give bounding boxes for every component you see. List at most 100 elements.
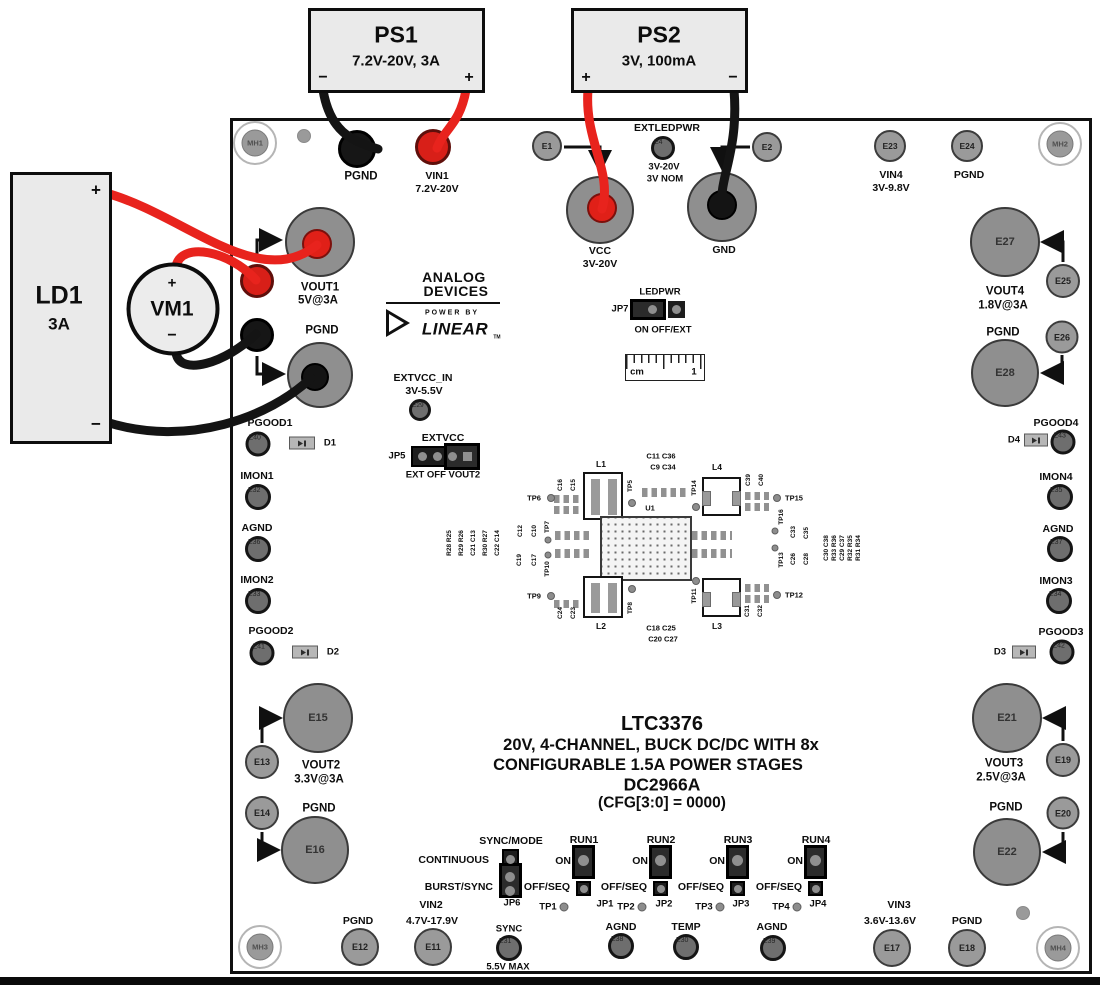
pgnd-pad-e22[interactable]: E22	[973, 818, 1041, 886]
tp11-label: TP11	[690, 588, 698, 604]
tp6-testpoint[interactable]	[547, 494, 555, 502]
tp11-testpoint[interactable]	[692, 577, 700, 585]
tp13-testpoint[interactable]	[771, 544, 779, 552]
sync-mode-label: SYNC/MODE	[479, 834, 543, 847]
turret-e2[interactable]: E2	[752, 132, 782, 162]
turret-e42[interactable]: E42	[1049, 639, 1075, 665]
e17-label: E17	[883, 943, 900, 953]
tp14-testpoint[interactable]	[692, 503, 700, 511]
turret-e14[interactable]: E14	[245, 796, 279, 830]
tp9-testpoint[interactable]	[547, 592, 555, 600]
e42-label: E42	[1052, 642, 1065, 650]
turret-e31[interactable]: E31	[496, 935, 522, 961]
jp5-pin	[418, 452, 427, 461]
e2-label: E2	[761, 142, 773, 152]
caps-c20-c27: C20 C27	[648, 634, 678, 644]
turret-e26[interactable]: E26	[1045, 320, 1079, 354]
tp8-label: TP8	[626, 602, 634, 614]
vin1-banana-jack[interactable]	[415, 129, 451, 165]
tp8-testpoint[interactable]	[628, 585, 636, 593]
c19-label: C19	[515, 554, 523, 566]
smd-cluster	[642, 488, 686, 497]
tp7-testpoint[interactable]	[544, 536, 552, 544]
ruler-1-label: 1	[691, 366, 697, 378]
left-col-1: R29 R26	[457, 530, 465, 556]
vout2-pad-e15[interactable]: E15	[283, 683, 353, 753]
pgnd-banana-jack[interactable]	[338, 130, 376, 168]
vcc-red-plug	[587, 193, 617, 223]
tp4-testpoint[interactable]	[792, 902, 802, 912]
continuous-label: CONTINUOUS	[418, 853, 489, 866]
turret-e11[interactable]: E11	[414, 928, 452, 966]
pgood3-label: PGOOD3	[1038, 625, 1084, 638]
e43-label: E43	[1053, 432, 1066, 440]
turret-e29[interactable]: E29	[409, 399, 431, 421]
run2-on-label: ON	[632, 854, 648, 867]
turret-e38[interactable]: E38	[608, 933, 634, 959]
vin4-range: 3V-9.8V	[872, 181, 910, 194]
tp10-testpoint[interactable]	[544, 551, 552, 559]
tp5-testpoint[interactable]	[628, 499, 636, 507]
turret-e13[interactable]: E13	[245, 745, 279, 779]
smd-cluster	[692, 531, 732, 540]
mh3-label: MH3	[252, 942, 268, 952]
smd-cluster	[745, 584, 769, 592]
vin2-label: VIN2	[419, 898, 443, 911]
tp3-testpoint[interactable]	[715, 902, 725, 912]
led-d4	[1024, 433, 1048, 447]
turret-e32[interactable]: E32	[245, 484, 271, 510]
turret-e36[interactable]: E36	[245, 536, 271, 562]
turret-e39[interactable]: E39	[760, 935, 786, 961]
imon2-label: IMON2	[240, 573, 274, 586]
tp2-testpoint[interactable]	[637, 902, 647, 912]
turret-e25[interactable]: E25	[1046, 264, 1080, 298]
turret-e19[interactable]: E19	[1046, 743, 1080, 777]
tp15-testpoint[interactable]	[773, 494, 781, 502]
turret-e12[interactable]: E12	[341, 928, 379, 966]
tp16-testpoint[interactable]	[771, 527, 779, 535]
turret-e23[interactable]: E23	[874, 130, 906, 162]
left-col-4: C22 C14	[493, 530, 501, 556]
run4-on-label: ON	[787, 854, 803, 867]
vout4-label: VOUT4	[985, 285, 1025, 298]
run1-label: RUN1	[569, 833, 599, 846]
agnd-label: AGND	[605, 920, 637, 933]
turret-e41[interactable]: E41	[249, 640, 275, 666]
e19-label: E19	[1054, 755, 1071, 765]
turret-e20[interactable]: E20	[1046, 796, 1080, 830]
jp5-shunt[interactable]	[444, 443, 480, 470]
pgnd-pad-e28[interactable]: E28	[971, 339, 1039, 407]
vout3-pad-e21[interactable]: E21	[972, 683, 1042, 753]
e4-label: E4	[654, 139, 663, 146]
turret-e40[interactable]: E40	[245, 431, 271, 457]
turret-e18[interactable]: E18	[948, 929, 986, 967]
board-title-line2: 20V, 4-CHANNEL, BUCK DC/DC WITH 8x	[503, 735, 819, 754]
jp4-pin-dot	[812, 885, 820, 893]
vin4-label: VIN4	[879, 168, 903, 181]
c24-label: C24	[556, 607, 564, 619]
inductor-l2	[583, 576, 623, 618]
c31-label: C31	[743, 605, 751, 617]
tp1-testpoint[interactable]	[559, 902, 569, 912]
turret-e35[interactable]: E35	[1047, 484, 1073, 510]
turret-e34[interactable]: E34	[1046, 588, 1072, 614]
turret-e30[interactable]: E30	[673, 934, 699, 960]
turret-e17[interactable]: E17	[873, 929, 911, 967]
ps1-minus: −	[318, 69, 328, 86]
turret-e1[interactable]: E1	[532, 131, 562, 161]
turret-e43[interactable]: E43	[1050, 429, 1076, 455]
vout1-sense-jack[interactable]	[240, 264, 274, 298]
jp4-pin-dot	[810, 855, 821, 866]
vin3-range: 3.6V-13.6V	[864, 914, 916, 927]
turret-e33[interactable]: E33	[245, 588, 271, 614]
inductor-l1	[583, 472, 623, 520]
pgnd-sense-jack[interactable]	[240, 318, 274, 352]
turret-e37[interactable]: E37	[1047, 536, 1073, 562]
ld1-name: LD1	[35, 281, 83, 310]
vout4-pad-e27[interactable]: E27	[970, 207, 1040, 277]
pgnd-pad-e16[interactable]: E16	[281, 816, 349, 884]
vm1-name: VM1	[150, 297, 194, 321]
tp12-testpoint[interactable]	[773, 591, 781, 599]
turret-e4[interactable]: E4	[651, 136, 675, 160]
turret-e24[interactable]: E24	[951, 130, 983, 162]
